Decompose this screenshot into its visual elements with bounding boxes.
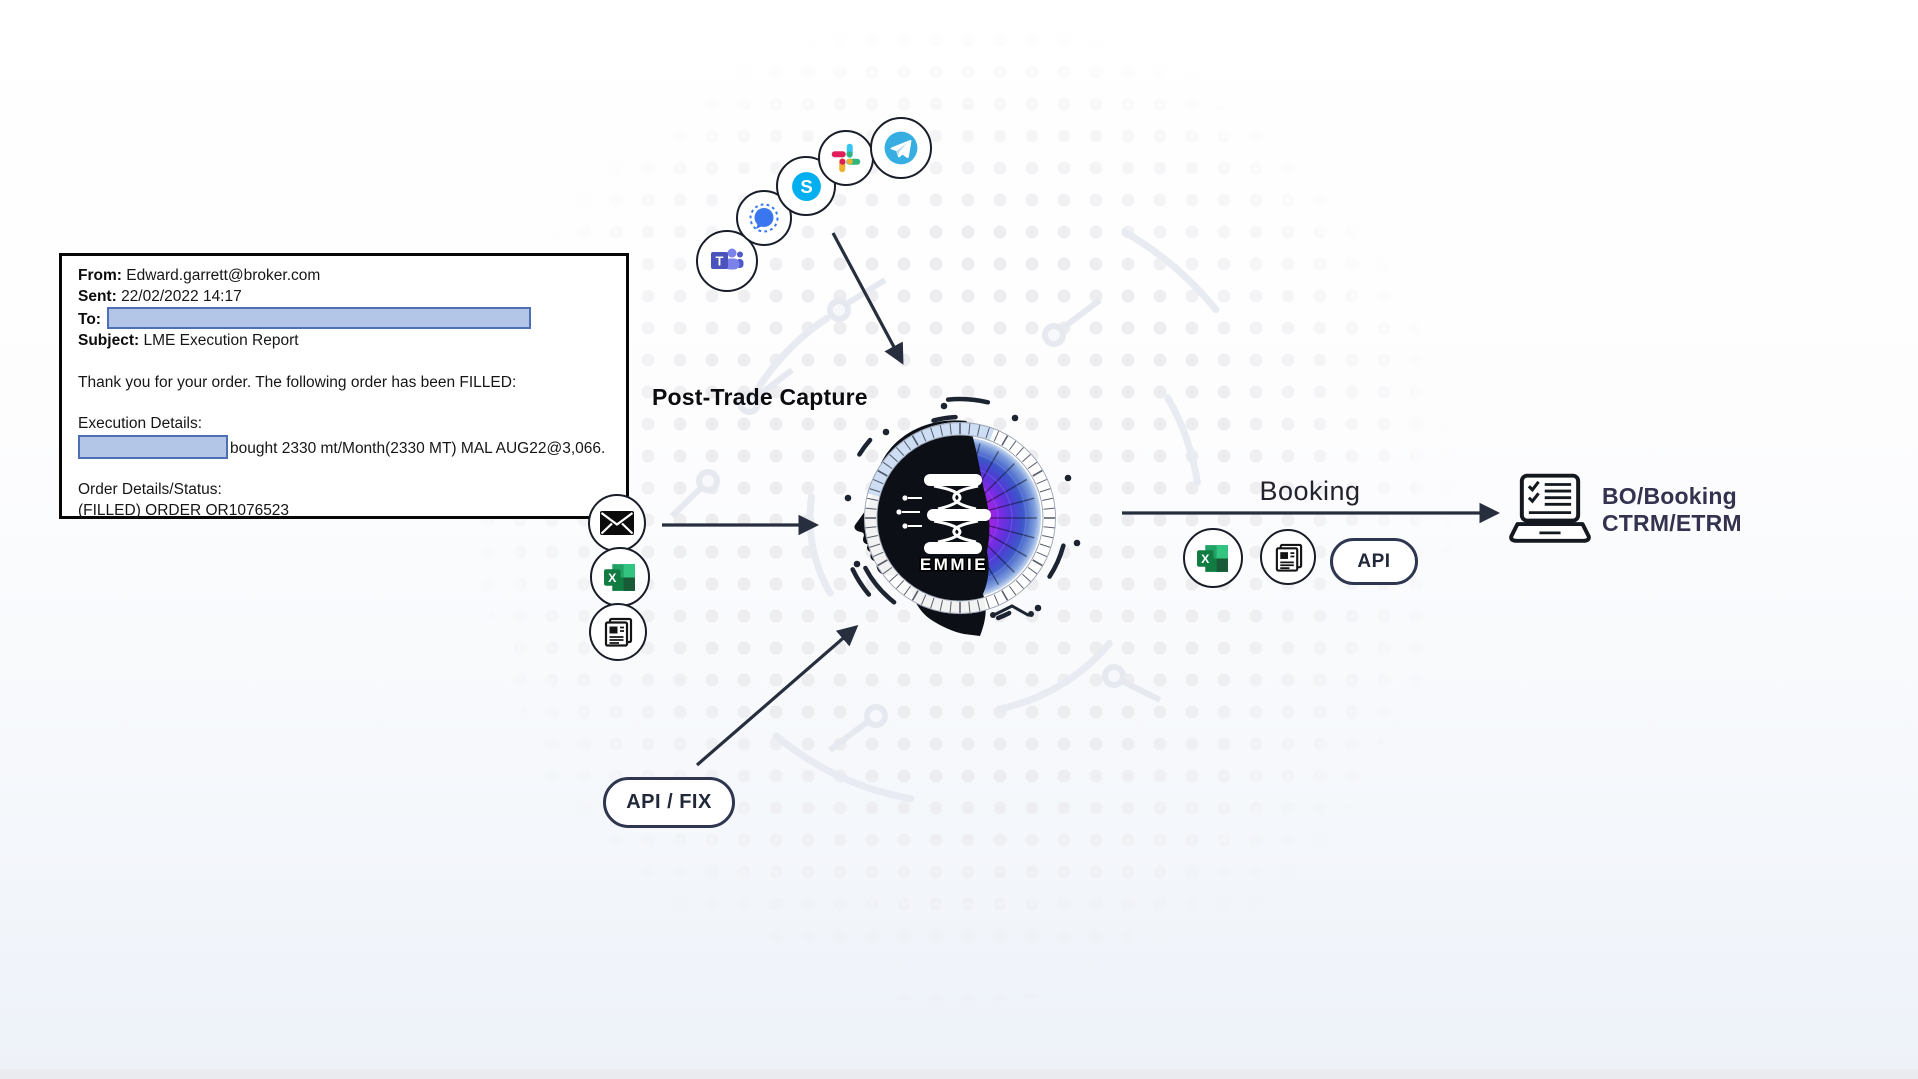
post-trade-capture-label: Post-Trade Capture [652,384,868,410]
svg-text:S: S [800,176,812,197]
arrow-apifix-to-emmie [695,624,859,767]
email-window: From: Edward.garrett@broker.com Sent: 22… [59,253,629,519]
svg-text:X: X [608,571,617,585]
redacted-recipient-field [106,307,531,330]
excel-icon: X [604,563,635,591]
email-sent-label: Sent: [78,287,117,305]
email-subject-line: Subject: LME Execution Report [78,331,610,352]
channel-skype: S [776,156,836,216]
email-order-status: (FILLED) ORDER OR1076523 [78,501,290,519]
channel-teams: T [696,230,758,292]
email-body-intro: Thank you for your order. The following … [78,373,517,391]
bottom-strip [0,1069,1918,1079]
redacted-counterparty-field [78,434,228,459]
emmie-logo: EMMIE [838,396,1082,640]
email-execution-line: bought 2330 mt/Month(2330 MT) MAL AUG22@… [78,434,610,460]
api-fix-label: API / FIX [626,791,712,813]
document-icon [604,617,633,647]
svg-text:X: X [1201,552,1210,566]
svg-text:T: T [716,254,724,269]
destination-label: BO/Booking CTRM/ETRM [1602,483,1742,537]
telegram-icon [884,131,918,165]
email-sent-line: Sent: 22/02/2022 14:17 [78,287,610,308]
excel-icon: X [1197,544,1228,572]
email-to-line: To: [78,307,610,331]
envelope-icon [600,511,634,535]
channel-email [588,494,646,552]
email-subject-label: Subject: [78,332,140,350]
slack-icon [831,143,861,173]
email-order-heading: Order Details/Status: [78,480,222,498]
email-execution-heading: Execution Details: [78,414,203,432]
email-from-line: From: Edward.garrett@broker.com [78,266,610,287]
booking-document-chip [1260,529,1316,585]
destination-line1: BO/Booking [1602,483,1737,509]
skype-icon: S [791,171,821,201]
booking-api-label: API [1357,550,1391,572]
channel-slack [818,130,874,186]
email-subject-value: LME Execution Report [143,332,299,350]
email-to-label: To: [78,311,101,329]
email-sent-value: 22/02/2022 14:17 [121,287,242,305]
email-from-label: From: [78,267,122,284]
api-fix-pill: API / FIX [603,777,735,828]
document-icon [1275,543,1302,572]
channel-document-input [589,603,647,661]
booking-label: Booking [1259,476,1361,506]
booking-api-pill: API [1330,538,1418,585]
emmie-hub: EMMIE [810,368,1110,673]
microsoft-teams-icon: T [711,248,744,270]
channel-telegram [870,117,932,179]
signal-icon [749,203,779,233]
channel-excel-input: X [590,547,650,607]
laptop-checklist-icon [1509,473,1591,543]
destination-line2: CTRM/ETRM [1602,510,1742,536]
email-execution-detail: bought 2330 mt/Month(2330 MT) MAL AUG22@… [230,439,606,457]
hub-dashed-ring [838,396,1082,640]
booking-excel-chip: X [1183,528,1243,588]
dna-circuit-motif [896,474,991,554]
emmie-wordmark: EMMIE [920,555,988,574]
destination-laptop [1506,472,1594,553]
arrow-messaging-to-emmie [831,232,904,365]
email-from-value: Edward.garrett@broker.com [126,267,321,284]
